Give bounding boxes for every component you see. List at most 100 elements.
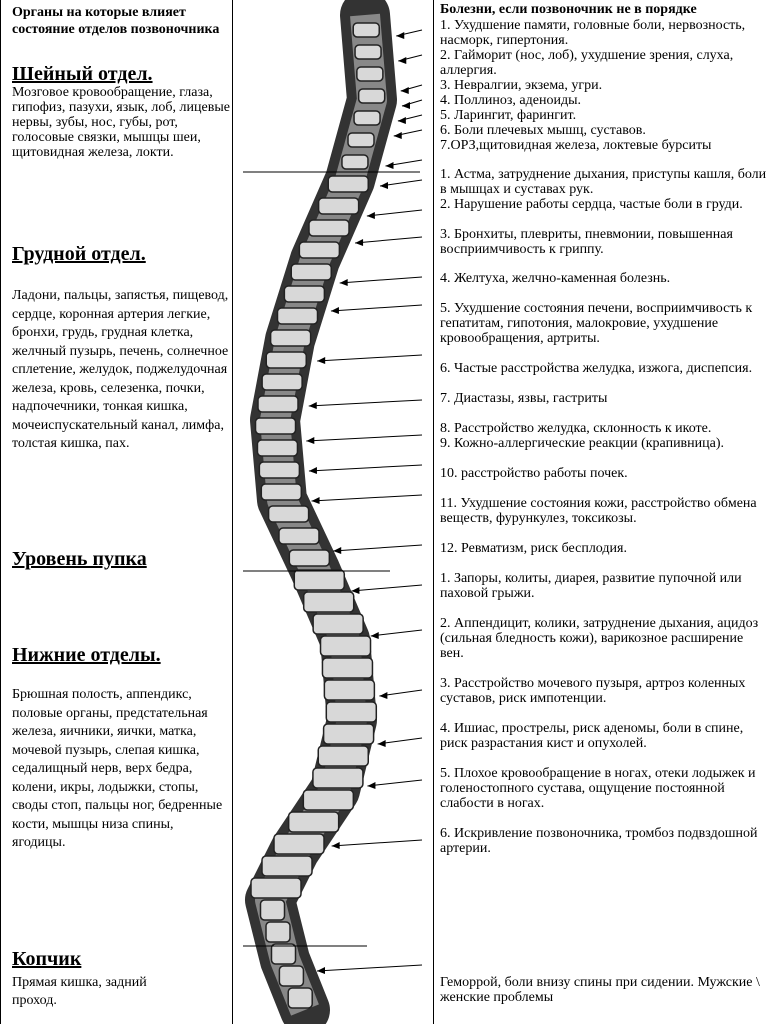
arrow-head-icon — [400, 87, 409, 94]
vertebra — [260, 483, 303, 501]
disease-item: 5. Плохое кровообращение в ногах, отеки … — [440, 766, 756, 811]
vertebra — [278, 527, 320, 545]
section-text-coccyx: Прямая кишка, задний проход. — [12, 975, 147, 1008]
vertebra — [319, 635, 372, 657]
vertebra — [302, 789, 355, 811]
vertebra — [322, 723, 375, 745]
vertebra — [256, 439, 299, 457]
disease-item: Геморрой, боли внизу спины при сидении. … — [440, 975, 760, 1005]
section-heading-coccyx: Копчик — [12, 948, 82, 970]
page-border — [0, 0, 1, 1024]
left-title: Органы на которые влияет состояние отдел… — [12, 5, 220, 37]
vertebra — [269, 329, 312, 347]
disease-item: 10. расстройство работы почек. — [440, 466, 628, 481]
vertebra — [261, 373, 303, 391]
vertebra — [308, 219, 350, 237]
disease-item: 6. Частые расстройства желудка, изжога, … — [440, 361, 753, 376]
vertebra — [354, 44, 382, 60]
vertebra — [352, 22, 380, 38]
arrow-head-icon — [317, 967, 325, 974]
arrow-head-icon — [377, 740, 386, 747]
section-text-cervical: Мозговое кровообращение, глаза, гипофиз,… — [12, 85, 230, 160]
arrow-head-icon — [397, 117, 406, 124]
vertebra — [298, 241, 341, 259]
vertebra — [283, 285, 326, 303]
disease-item: 6. Искривление позвоночника, тромбоз под… — [440, 826, 758, 856]
disease-item: 6. Боли плечевых мышц, суставов. — [440, 123, 646, 138]
vertebra — [265, 921, 291, 943]
arrow-head-icon — [396, 32, 405, 39]
pointer-arrow — [355, 236, 423, 244]
vertebra — [347, 132, 375, 148]
arrow-head-icon — [308, 467, 317, 474]
disease-item: 1. Запоры, колиты, диарея, развитие пупо… — [440, 571, 742, 601]
disease-item: 3. Бронхиты, плевриты, пневмонии, повыше… — [440, 227, 733, 257]
arrow-head-icon — [331, 842, 340, 849]
arrow-head-icon — [311, 497, 320, 504]
vertebra — [250, 877, 302, 899]
vertebra — [327, 175, 369, 193]
vertebra — [287, 811, 340, 833]
arrow-head-icon — [370, 632, 379, 639]
right-title: Болезни, если позвоночник не в порядке — [440, 2, 697, 17]
disease-item: 4. Поллиноз, аденоиды. — [440, 93, 581, 108]
arrow-head-icon — [385, 162, 394, 169]
vertebra — [312, 613, 364, 635]
vertebra — [317, 197, 360, 215]
disease-item: 1. Астма, затруднение дыхания, приступы … — [440, 167, 767, 197]
vertebra — [357, 88, 386, 104]
vertebra — [265, 351, 307, 369]
arrow-head-icon — [339, 279, 348, 286]
vertebra — [288, 549, 331, 567]
disease-item: 5. Ухудшение состояния печени, восприимч… — [440, 301, 753, 346]
vertebra — [312, 767, 364, 789]
pointer-arrow — [330, 304, 423, 312]
arrow-head-icon — [330, 307, 339, 314]
arrow-head-icon — [393, 132, 402, 139]
section-heading-cervical: Шейный отдел. — [12, 63, 153, 85]
arrow-head-icon — [402, 102, 410, 109]
disease-item: 2. Нарушение работы сердца, частые боли … — [440, 197, 743, 212]
arrow-head-icon — [380, 182, 388, 189]
arrow-head-icon — [355, 239, 364, 246]
pointer-arrow — [316, 964, 423, 972]
spine-illustration-frame — [232, 0, 434, 1024]
disease-item: 3. Расстройство мочевого пузыря, артроз … — [440, 676, 746, 706]
pointer-arrow — [308, 464, 423, 472]
pointer-arrow — [331, 839, 423, 847]
disease-item: 12. Ревматизм, риск бесплодия. — [440, 541, 627, 556]
arrow-head-icon — [308, 402, 317, 409]
arrow-head-icon — [379, 692, 388, 699]
pointer-arrow — [333, 544, 423, 552]
disease-item: 7.ОРЗ,щитовидная железа, локтевые бурсит… — [440, 138, 712, 153]
vertebra — [325, 701, 378, 723]
vertebra — [254, 417, 297, 435]
pointer-arrow — [351, 584, 423, 592]
vertebra — [259, 899, 286, 921]
pointer-arrow — [308, 399, 423, 407]
disease-item: 2. Гайморит (нос, лоб), ухудшение зрения… — [440, 48, 734, 78]
vertebra — [278, 965, 305, 987]
pointer-arrow — [311, 494, 423, 502]
disease-item: 8. Расстройство желудка, склонность к ик… — [440, 421, 712, 436]
pointer-arrow — [370, 629, 423, 637]
vertebra — [267, 505, 310, 523]
vertebra — [258, 461, 301, 479]
disease-item: 4. Желтуха, желчно-каменная болезнь. — [440, 271, 671, 286]
arrow-head-icon — [366, 212, 375, 219]
vertebra — [270, 943, 297, 965]
vertebra — [273, 833, 325, 855]
arrow-head-icon — [306, 437, 315, 444]
disease-item: 2. Аппендицит, колики, затруднение дыхан… — [440, 616, 759, 661]
pointer-arrow — [306, 434, 423, 442]
vertebra — [302, 591, 355, 613]
vertebra — [321, 657, 374, 679]
vertebra — [293, 569, 346, 591]
pointer-arrow — [339, 276, 423, 284]
disease-item: 7. Диастазы, язвы, гастриты — [440, 391, 608, 406]
vertebra — [341, 154, 369, 170]
section-heading-thoracic: Грудной отдел. — [12, 243, 146, 265]
disease-item: 3. Невралгии, экзема, угри. — [440, 78, 603, 93]
arrow-head-icon — [367, 782, 376, 789]
